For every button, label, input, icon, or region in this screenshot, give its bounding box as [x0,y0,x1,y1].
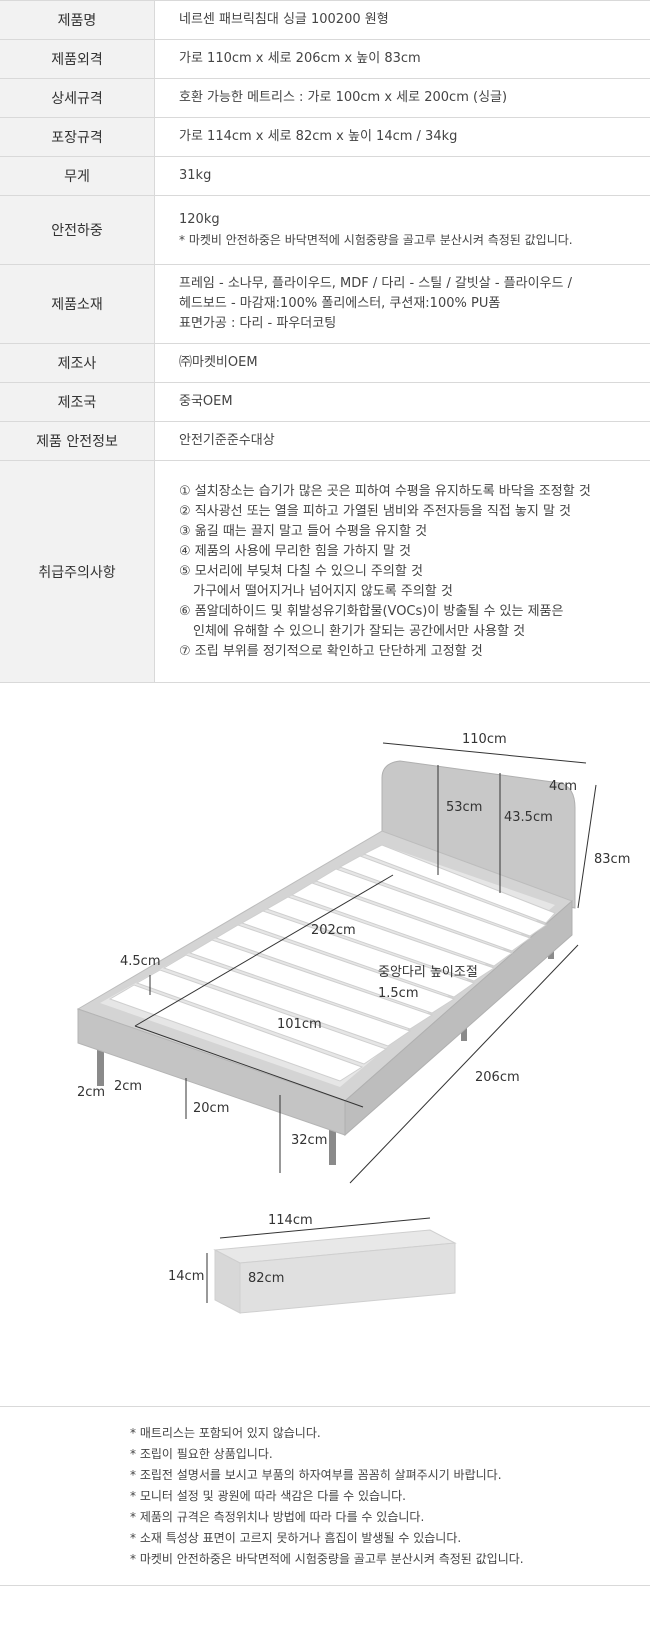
spec-row-package: 포장규격 가로 114cm x 세로 82cm x 높이 14cm / 34kg [0,117,650,157]
spec-value: 가로 114cm x 세로 82cm x 높이 14cm / 34kg [154,117,650,157]
caution-line: ⑤ 모서리에 부딪쳐 다칠 수 있으니 주의할 것 [179,563,423,579]
package-label-width: 114cm [268,1213,313,1228]
spec-row-detail: 상세규격 호환 가능한 메트리스 : 가로 100cm x 세로 200cm (… [0,78,650,118]
dim-line-package-width [219,1217,431,1239]
spec-row-country: 제조국 중국OEM [0,382,650,422]
bed-dimension-drawing: 110cm 53cm 43.5cm 4cm 83cm 202cm 4.5cm 중… [76,732,630,1314]
dim-label-headboard-inner: 53cm [446,800,482,815]
package-label-depth: 82cm [248,1271,284,1286]
spec-note: * 마켓비 안전하중은 바닥면적에 시험중량을 골고루 분산시켜 측정된 값입니… [179,233,573,247]
dim-label-rail: 4.5cm [120,954,161,969]
spec-row-name: 제품명 네르센 패브릭침대 싱글 100200 원형 [0,0,650,40]
notes-list: * 매트리스는 포함되어 있지 않습니다. * 조립이 필요한 상품입니다. *… [0,1407,650,1570]
dim-line-slat-length [134,874,394,1027]
note-item: * 조립이 필요한 상품입니다. [130,1447,273,1461]
package-box-front [239,1242,456,1314]
dim-line-inner-width [134,1025,364,1108]
dim-label-center-leg-adj: 1.5cm [378,986,419,1001]
dim-label-height: 83cm [594,852,630,867]
dimension-lines [134,742,597,1184]
dim-label-leg-d: 2cm [114,1079,142,1094]
dim-label-length: 206cm [475,1070,520,1085]
note-item: * 마켓비 안전하중은 바닥면적에 시험중량을 골고루 분산시켜 측정된 값입니… [130,1552,524,1566]
note-item: * 매트리스는 포함되어 있지 않습니다. [130,1426,321,1440]
spec-value: ㈜마켓비OEM [154,343,650,383]
dim-line-height [577,784,597,909]
spec-value: 가로 110cm x 세로 206cm x 높이 83cm [154,39,650,79]
bed-leg-front-left [97,1038,104,1086]
caution-line: ④ 제품의 사용에 무리한 힘을 가하지 말 것 [179,543,411,559]
spec-label: 무게 [0,156,155,196]
spec-label: 제조국 [0,382,155,422]
spec-label: 안전하중 [0,195,155,265]
spec-row-load: 안전하중 120kg * 마켓비 안전하중은 바닥면적에 시험중량을 골고루 분… [0,195,650,265]
spec-row-size: 제품외격 가로 110cm x 세로 206cm x 높이 83cm [0,39,650,79]
spec-row-caution: 취급주의사항 ① 설치장소는 습기가 많은 곳은 피하여 수평을 유지하도록 바… [0,460,650,683]
dim-label-leg-w: 2cm [77,1085,105,1100]
dim-label-center-leg: 중앙다리 높이조절 [378,965,478,980]
dimension-diagram: 110cm 53cm 43.5cm 4cm 83cm 202cm 4.5cm 중… [0,682,650,1407]
dim-line-length [349,944,579,1184]
note-item: * 소재 특성상 표면이 고르지 못하거나 흠집이 발생될 수 있습니다. [130,1531,462,1545]
spec-value: 120kg [179,212,220,227]
spec-label: 상세규격 [0,78,155,118]
caution-line: ⑥ 폼알데하이드 및 휘발성유기화합물(VOCs)이 방출될 수 있는 제품은 [179,603,564,619]
spec-value: 네르센 패브릭침대 싱글 100200 원형 [154,0,650,40]
spec-value: 31kg [154,156,650,196]
dim-line-width [382,742,587,764]
notes-section: * 매트리스는 포함되어 있지 않습니다. * 조립이 필요한 상품입니다. *… [0,1406,650,1586]
caution-line: ② 직사광선 또는 열을 피하고 가열된 냄비와 주전자등을 직접 놓지 말 것 [179,503,571,519]
spec-line: 헤드보드 - 마감재:100% 폴리에스터, 쿠션재:100% PU폼 [179,296,501,311]
spec-value: 호환 가능한 메트리스 : 가로 100cm x 세로 200cm (싱글) [154,78,650,118]
bed-illustration [76,760,576,1165]
dim-label-width: 110cm [462,732,507,747]
caution-line: ③ 옮길 때는 끌지 말고 들어 수평을 유지할 것 [179,523,428,539]
spec-label: 포장규격 [0,117,155,157]
spec-label: 제품외격 [0,39,155,79]
spec-table: 제품명 네르센 패브릭침대 싱글 100200 원형 제품외격 가로 110cm… [0,0,650,683]
spec-label: 제품소재 [0,264,155,344]
slats [108,844,556,1082]
bed-leg-front-right [329,1103,336,1165]
dim-label-leg-height: 32cm [291,1133,327,1148]
spec-label: 취급주의사항 [0,460,155,683]
note-item: * 모니터 설정 및 광원에 따라 색감은 다를 수 있습니다. [130,1489,406,1503]
dim-label-headboard-upper: 43.5cm [504,810,553,825]
dim-label-headboard-thick: 4cm [549,779,577,794]
spec-value: 안전기준준수대상 [154,421,650,461]
note-item: * 제품의 규격은 측정위치나 방법에 따라 다를 수 있습니다. [130,1510,425,1524]
package-label-height: 14cm [168,1269,204,1284]
spec-row-weight: 무게 31kg [0,156,650,196]
spec-line: 프레임 - 소나무, 플라이우드, MDF / 다리 - 스틸 / 갈빗살 - … [179,276,572,291]
spec-label: 제품명 [0,0,155,40]
spec-row-safety: 제품 안전정보 안전기준준수대상 [0,421,650,461]
caution-line: ① 설치장소는 습기가 많은 곳은 피하여 수평을 유지하도록 바닥을 조정할 … [179,483,591,499]
dim-label-rail-height: 20cm [193,1101,229,1116]
bed-frame-side [344,899,573,1137]
dim-label-inner-width: 101cm [277,1017,322,1032]
spec-row-maker: 제조사 ㈜마켓비OEM [0,343,650,383]
spec-value: 중국OEM [154,382,650,422]
caution-line: 인체에 유해할 수 있으니 환기가 잘되는 공간에서만 사용할 것 [193,623,526,639]
spec-line: 표면가공 : 다리 - 파우더코팅 [179,316,337,331]
caution-line: 가구에서 떨어지거나 넘어지지 않도록 주의할 것 [193,583,453,599]
spec-label: 제조사 [0,343,155,383]
spec-label: 제품 안전정보 [0,421,155,461]
package-box [206,1217,457,1314]
caution-line: ⑦ 조립 부위를 정기적으로 확인하고 단단하게 고정할 것 [179,643,483,659]
spec-row-material: 제품소재 프레임 - 소나무, 플라이우드, MDF / 다리 - 스틸 / 갈… [0,264,650,344]
dim-label-slat-length: 202cm [311,923,356,938]
note-item: * 조립전 설명서를 보시고 부품의 하자여부를 꼼꼼히 살펴주시기 바랍니다. [130,1468,502,1482]
